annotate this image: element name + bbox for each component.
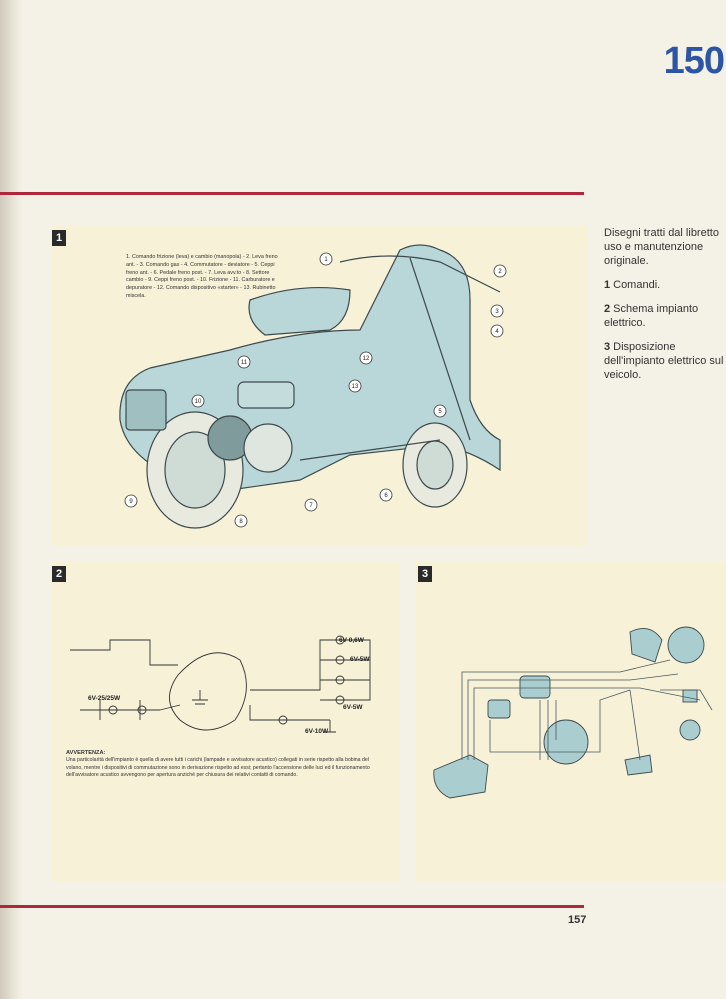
top-rule	[0, 192, 584, 195]
callout-3: 3	[495, 309, 499, 315]
figure-2-panel	[52, 562, 400, 882]
figure-1-number: 1	[52, 230, 66, 246]
callout-11: 11	[241, 360, 248, 366]
voltage-label: 6V-0,6W	[339, 637, 365, 644]
callout-13: 13	[352, 384, 359, 390]
caption-intro: Disegni tratti dal libretto uso e manute…	[604, 227, 719, 267]
chapter-number: 150	[663, 40, 725, 82]
caption-item-text: Disposizione dell'impianto elettrico sul…	[604, 341, 724, 381]
vehicle-wiring-lines	[461, 659, 713, 761]
scooter-illustration	[119, 244, 501, 529]
callout-2: 2	[498, 269, 502, 275]
callout-6: 6	[384, 493, 388, 499]
vehicle-wiring-layout	[433, 626, 705, 799]
callout-7: 7	[309, 503, 313, 509]
page-gutter-shadow	[0, 0, 22, 999]
caption-item-text: Comandi.	[613, 279, 661, 291]
figure-2-warning: AVVERTENZA: Una particolarità dell'impia…	[66, 750, 384, 780]
caption-item-text: Schema impianto elettrico.	[604, 303, 699, 329]
callout-12: 12	[363, 356, 370, 362]
figure-3-number: 3	[418, 566, 432, 582]
voltage-label: 6V-5W	[343, 704, 363, 711]
callout-10: 10	[195, 399, 202, 405]
callout-8: 8	[239, 519, 243, 525]
callout-4: 4	[495, 329, 499, 335]
voltage-label: 6V-5W	[350, 656, 370, 663]
caption-item-number: 2	[604, 303, 611, 315]
voltage-label: 6V-25/25W	[88, 695, 121, 702]
wiring-schematic	[70, 635, 371, 733]
voltage-label: 6V-10W	[305, 728, 329, 735]
caption-item-number: 1	[604, 279, 611, 291]
callout-5: 5	[438, 409, 442, 415]
page-number: 157	[568, 914, 587, 926]
callout-9: 9	[129, 499, 133, 505]
figure-1-callout-labels: 1 2 3 4 5 6 7 8 9 10 11 12 13	[129, 257, 502, 525]
warning-title: AVVERTENZA:	[66, 750, 106, 756]
figure-2-number: 2	[52, 566, 66, 582]
warning-text: Una particolarità dell'impianto è quella…	[66, 757, 370, 779]
figure-1-legend: 1. Comando frizione (leva) e cambio (man…	[126, 254, 278, 299]
bottom-rule	[0, 905, 584, 908]
figure-1-callouts	[124, 252, 507, 528]
callout-1: 1	[324, 257, 328, 263]
figure-2-voltage-labels: 6V-0,6W 6V-5W 6V-10W 6V-5W 6V-25/25W	[88, 637, 370, 735]
caption-item-number: 3	[604, 341, 611, 353]
